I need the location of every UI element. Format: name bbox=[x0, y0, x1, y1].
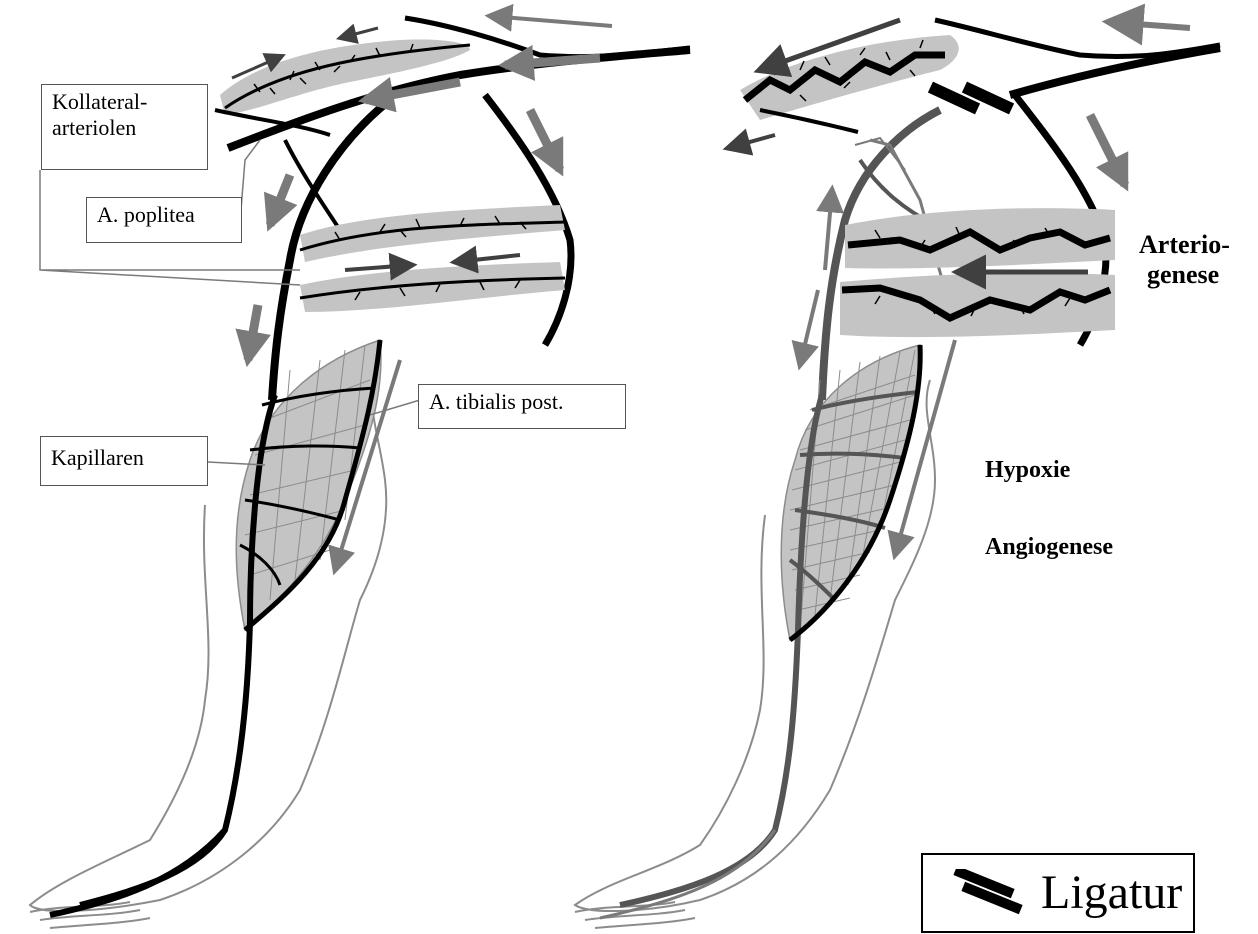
ligature-icon bbox=[949, 869, 1029, 919]
kapillaren-label-text: Kapillaren bbox=[51, 445, 144, 470]
legend-box: Ligatur bbox=[921, 853, 1195, 933]
leader-tibialis bbox=[370, 400, 420, 415]
kollateral-label: Kollateral- arteriolen bbox=[41, 84, 208, 170]
poplitea-label: A. poplitea bbox=[86, 197, 242, 243]
right-arrow-retrograde-up bbox=[825, 190, 832, 270]
kapillaren-label: Kapillaren bbox=[40, 436, 208, 486]
hypoxie-label: Hypoxie bbox=[985, 455, 1070, 485]
left-arrow-top-collateral-2 bbox=[340, 28, 378, 38]
arteriogenese-label: Arterio- genese bbox=[1133, 230, 1230, 290]
left-arrow-femoral-1 bbox=[505, 58, 600, 65]
left-arrow-middle-right bbox=[345, 265, 412, 270]
legend-label: Ligatur bbox=[1041, 865, 1182, 921]
poplitea-label-text: A. poplitea bbox=[97, 202, 195, 227]
left-middle-band-lower bbox=[300, 262, 565, 312]
left-middle-band-upper bbox=[300, 205, 565, 262]
leader-poplitea bbox=[240, 140, 260, 222]
right-leg bbox=[575, 20, 1220, 928]
tibialis-label-text: A. tibialis post. bbox=[429, 389, 563, 414]
left-arrow-distal bbox=[248, 305, 258, 360]
right-foot-toes bbox=[575, 902, 695, 928]
arteriogenese-label-line1: Arterio- bbox=[1139, 230, 1230, 260]
tibialis-label: A. tibialis post. bbox=[418, 384, 626, 429]
right-calf-muscle bbox=[781, 345, 921, 640]
left-arrow-top-right bbox=[490, 16, 612, 26]
right-arrow-lateral bbox=[1090, 115, 1125, 185]
kollateral-label-line1: Kollateral- bbox=[52, 89, 197, 115]
left-arrow-middle-left bbox=[455, 255, 520, 262]
arteriogenese-label-line2: genese bbox=[1147, 260, 1230, 290]
right-upper-branch bbox=[760, 110, 858, 132]
left-genicular-branch bbox=[285, 140, 340, 230]
kollateral-label-line2: arteriolen bbox=[52, 115, 197, 141]
right-arrow-back-left bbox=[728, 135, 775, 148]
angiogenese-label: Angiogenese bbox=[985, 532, 1113, 562]
right-arrow-top-right bbox=[1110, 22, 1190, 28]
left-arrow-popliteal bbox=[270, 175, 290, 225]
right-arrow-down-left bbox=[800, 290, 818, 365]
